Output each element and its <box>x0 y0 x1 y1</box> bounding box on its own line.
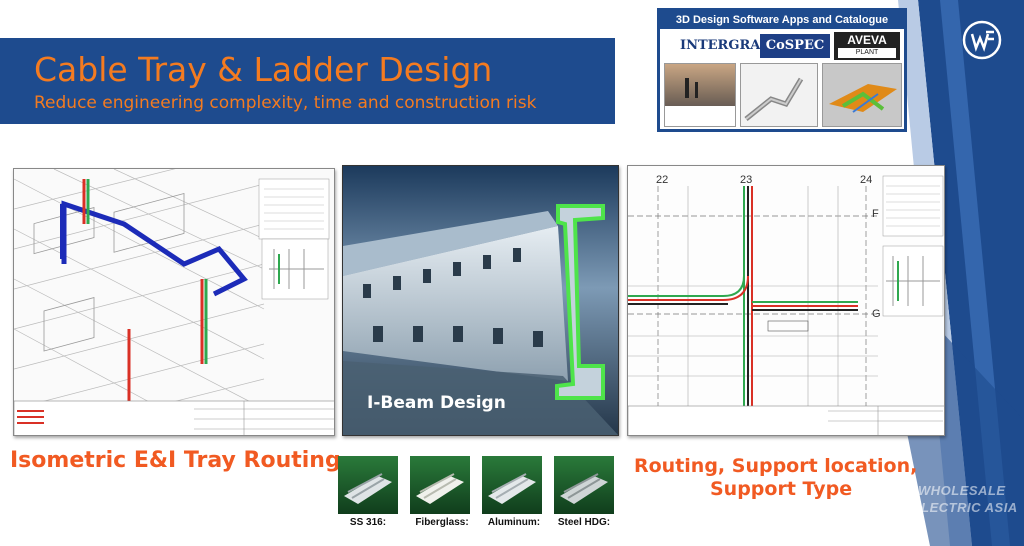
title-banner <box>0 38 615 124</box>
i-beam-graphic <box>343 166 618 435</box>
swatch-aluminum <box>482 456 542 514</box>
page-title: Cable Tray & Ladder Design <box>34 50 493 89</box>
isometric-caption: Isometric E&I Tray Routing <box>10 448 341 473</box>
material-label-fiberglass: Fiberglass: <box>415 517 469 528</box>
plant-photo-thumbnail <box>664 63 736 127</box>
software-catalogue-box: 3D Design Software Apps and Catalogue IN… <box>657 8 907 132</box>
swatch-fiberglass <box>410 456 470 514</box>
routing-caption-line1: Routing, Support location, <box>634 455 918 477</box>
page-subtitle: Reduce engineering complexity, time and … <box>34 93 537 113</box>
i-beam-design-image: I-Beam Design <box>342 165 619 436</box>
material-label-steel-hdg: Steel HDG: <box>557 517 611 528</box>
plan-drawing-graphic <box>628 166 944 435</box>
material-swatches <box>338 456 614 514</box>
swatch-ss316 <box>338 456 398 514</box>
aveva-logo: AVEVA PLANT <box>834 32 900 60</box>
material-label-aluminum: Aluminum: <box>487 517 541 528</box>
brand-logo-icon <box>962 20 1002 60</box>
catalogue-heading: 3D Design Software Apps and Catalogue <box>660 11 904 29</box>
grid-number-23: 23 <box>740 174 753 186</box>
material-label-ss316: SS 316: <box>349 517 387 528</box>
routing-caption-line2: Support Type <box>710 478 853 500</box>
watermark-line2: ELECTRIC ASIA <box>912 500 1018 515</box>
swatch-steel-hdg <box>554 456 614 514</box>
3d-model-thumbnail <box>822 63 902 127</box>
aveva-plant-text: PLANT <box>838 48 896 58</box>
isometric-drawing-graphic <box>14 169 334 435</box>
cospec-logo: CoSPEC <box>760 34 830 58</box>
grid-letter-f: F <box>872 208 879 220</box>
intergraph-logo: INTERGRAPH <box>680 38 783 53</box>
grid-letter-g: G <box>872 308 881 320</box>
isometric-routing-drawing <box>13 168 335 436</box>
grid-number-24: 24 <box>860 174 873 186</box>
aveva-logo-text: AVEVA <box>847 33 887 47</box>
tray-drawing-thumbnail <box>740 63 818 127</box>
routing-support-plan-drawing: 22 23 24 F G <box>627 165 945 436</box>
i-beam-label: I-Beam Design <box>367 393 506 413</box>
grid-number-22: 22 <box>656 174 669 186</box>
watermark-line1: WHOLESALE <box>918 483 1006 498</box>
